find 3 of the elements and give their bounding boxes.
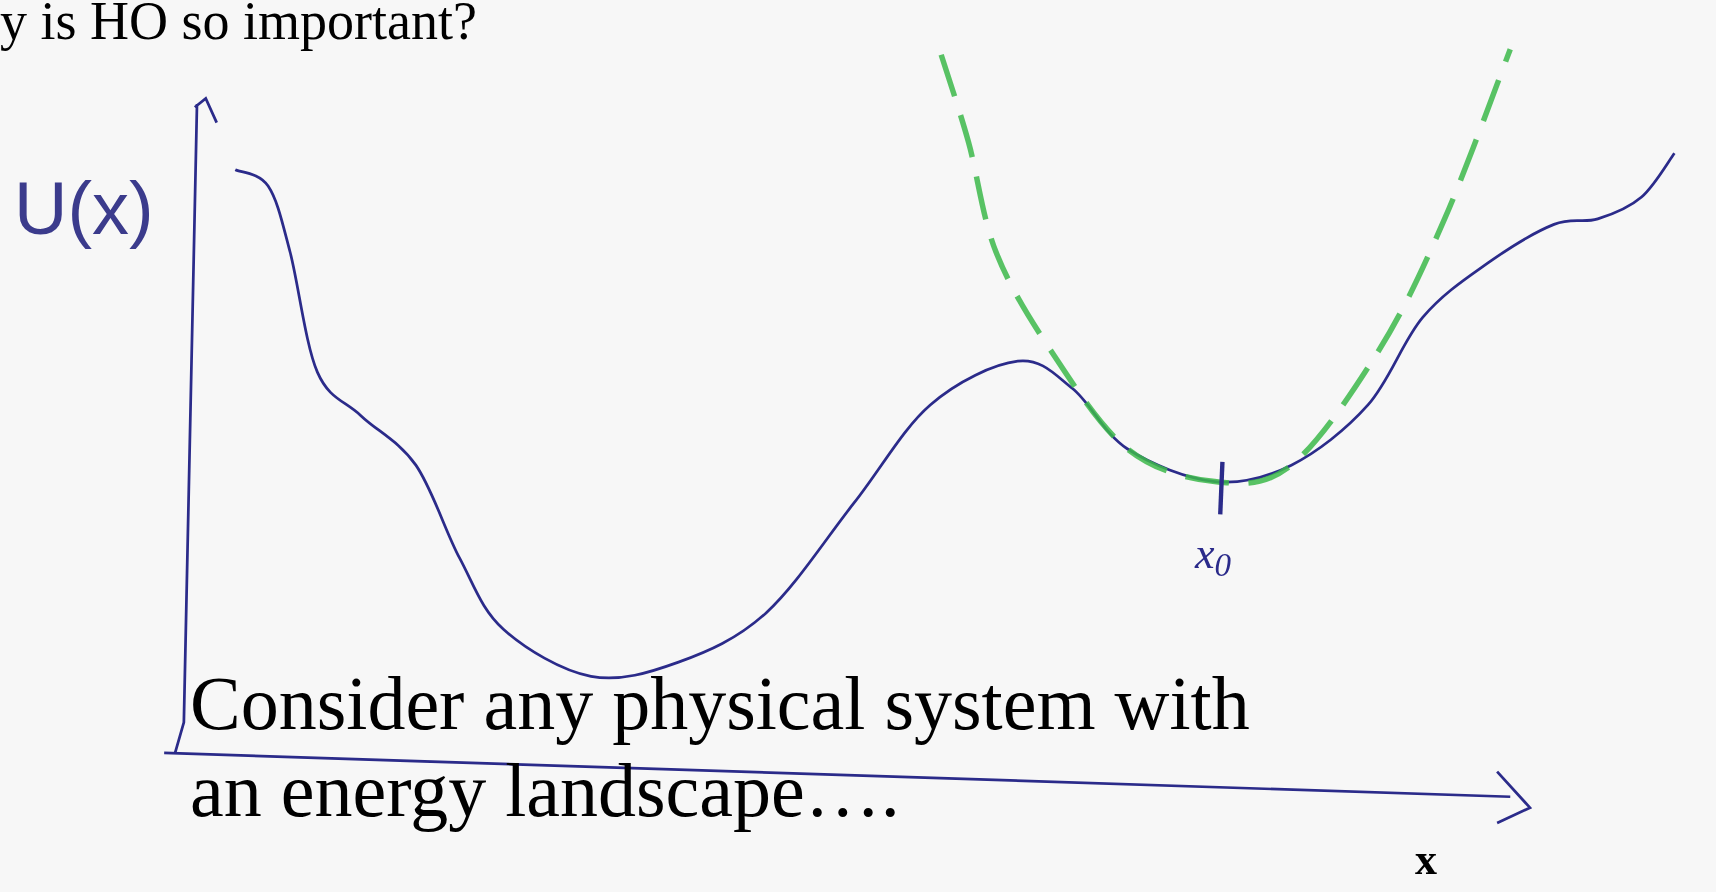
axis-label: x xyxy=(1415,838,1437,882)
caption-text: Consider any physical system with an energy landscape…. xyxy=(190,660,1251,835)
point-label: x$_{0}$ xyxy=(1195,532,1232,576)
